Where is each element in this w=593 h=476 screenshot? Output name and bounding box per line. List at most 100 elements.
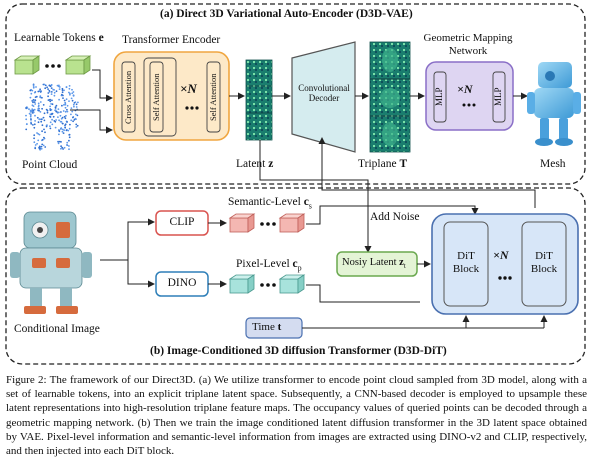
learnable-tokens-graphic (13, 55, 92, 75)
point-cloud-dot (62, 97, 64, 99)
point-cloud-dot (37, 139, 40, 142)
point-cloud-dot (64, 110, 67, 113)
point-cloud-dot (72, 120, 74, 123)
point-cloud-dot (65, 114, 67, 117)
point-cloud-dot (29, 115, 32, 117)
point-cloud-dot (77, 101, 79, 104)
image-to-clip-arrow (100, 218, 155, 261)
point-cloud-dot (49, 121, 52, 124)
mesh-label: Mesh (540, 158, 566, 170)
point-cloud-dot (61, 146, 64, 149)
mlp-block-1 (433, 71, 447, 123)
self-attention-label-1: Self Attention (151, 73, 161, 121)
point-cloud-dot (61, 93, 63, 96)
point-cloud-dot (60, 111, 62, 113)
latent-image (245, 59, 273, 141)
pixel-level-label: Pixel-Level cp (236, 258, 302, 273)
point-cloud-dot (71, 92, 74, 95)
point-cloud-dot (40, 120, 43, 123)
point-cloud-dot (60, 147, 62, 150)
point-cloud-dot (47, 99, 50, 101)
point-cloud-dot (64, 117, 67, 120)
point-cloud-dot (61, 130, 64, 133)
point-cloud-dot (34, 120, 36, 122)
point-cloud-dot (50, 103, 52, 105)
point-cloud-dot (31, 108, 34, 110)
point-cloud-dot (63, 104, 65, 106)
dit-block-1 (443, 221, 489, 307)
point-cloud-dot (49, 113, 52, 116)
point-cloud-dot (34, 144, 37, 146)
point-cloud-dot (40, 118, 42, 121)
point-cloud-dot (44, 87, 47, 90)
point-cloud-dot (50, 93, 53, 95)
self-attention-label-2: Self Attention (208, 73, 218, 121)
point-cloud-dot (62, 110, 65, 112)
semantic-tokens-graphic (228, 213, 306, 233)
point-cloud-dot (43, 136, 45, 139)
point-cloud-dot (32, 111, 35, 113)
point-cloud-dot (46, 124, 48, 126)
point-cloud-dot (53, 120, 56, 122)
point-cloud-dot (70, 107, 73, 109)
point-cloud-dot (51, 112, 54, 115)
point-cloud-dot (62, 148, 64, 150)
point-cloud-dot (56, 84, 59, 87)
point-cloud-dot (49, 100, 52, 103)
point-cloud-dot (63, 115, 66, 118)
point-cloud-dot (68, 148, 70, 151)
point-cloud-dot (40, 145, 43, 148)
point-cloud-dot (39, 96, 42, 99)
point-cloud-dot (66, 110, 69, 113)
point-cloud-dot (60, 145, 62, 148)
geometric-mapping-label: Geometric Mapping Network (423, 32, 513, 57)
point-cloud-dot (71, 110, 74, 113)
point-cloud-dot (60, 127, 63, 129)
point-cloud-dot (33, 126, 36, 129)
point-cloud-dot (37, 105, 40, 108)
point-cloud-dot (48, 84, 51, 87)
triplane-label: Triplane T (358, 158, 408, 170)
point-cloud-dot (33, 123, 36, 126)
semantic-symbol: c (303, 196, 309, 208)
point-cloud-dot (43, 119, 46, 122)
point-cloud-dot (64, 106, 67, 109)
point-cloud-dot (69, 123, 71, 126)
point-cloud-dot (64, 101, 67, 104)
add-noise-arrow (259, 140, 372, 253)
latent-symbol: z (268, 158, 274, 170)
point-cloud-dot (63, 89, 65, 92)
time-symbol: t (277, 321, 282, 333)
point-cloud-dot (30, 117, 32, 120)
noisy-subscript: t (403, 262, 406, 271)
point-cloud-dot (66, 121, 68, 123)
point-cloud-dot (53, 91, 56, 94)
dit-block-label-2: DiT Block (530, 250, 558, 275)
point-cloud-dot (41, 130, 43, 133)
point-cloud-dot (58, 98, 60, 101)
point-cloud-dot (44, 84, 47, 87)
point-cloud-dot (65, 98, 68, 101)
image-to-dino-arrow (127, 260, 155, 288)
pixel-symbol: c (292, 258, 298, 270)
point-cloud-dot (49, 127, 52, 130)
point-cloud-dot (75, 103, 78, 106)
point-cloud-dot (38, 109, 40, 112)
dit-times-n: ×N (493, 248, 509, 262)
learnable-tokens-label: Learnable Tokens e (14, 32, 104, 44)
tokens-to-encoder-arrow (92, 69, 113, 102)
mlp-times-n: ×N (457, 82, 473, 96)
point-cloud-dot (36, 116, 39, 119)
convolutional-decoder-shape (291, 41, 356, 153)
point-cloud-dot (45, 108, 48, 111)
point-cloud-dot (33, 137, 35, 140)
point-cloud-dot (57, 140, 59, 143)
mesh-robot-graphic (527, 62, 581, 146)
latent-label: Latent z (236, 158, 274, 170)
point-cloud-dot (31, 89, 34, 92)
point-cloud-dot (25, 123, 28, 126)
semantic-subscript: s (308, 201, 312, 211)
point-cloud-dot (51, 103, 54, 106)
point-cloud-dot (49, 105, 51, 108)
self-attention-block-1 (149, 61, 164, 133)
